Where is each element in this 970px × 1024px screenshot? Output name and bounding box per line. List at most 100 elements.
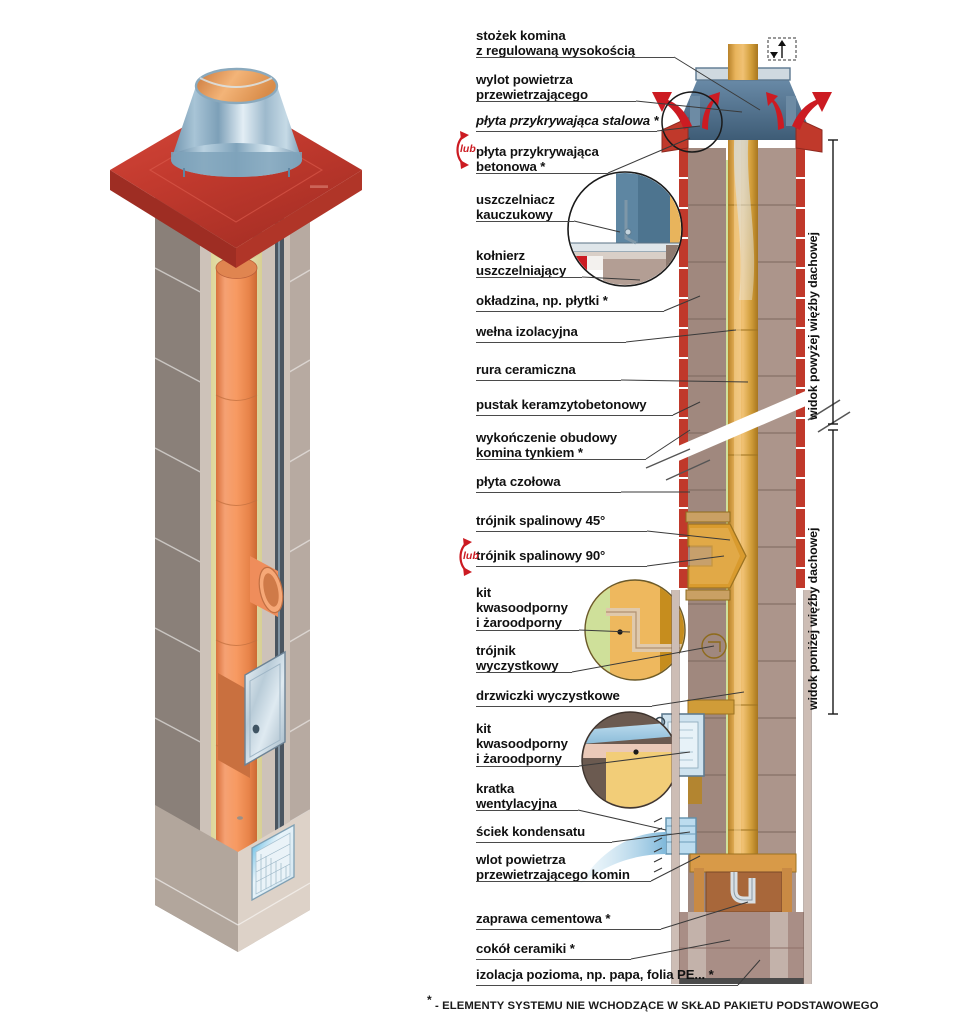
lub-trojnik: lub [452,535,486,579]
air-inflow-stream [580,832,666,884]
detail-inset-sealer [567,171,683,287]
ventilation-grille-3d [251,823,295,902]
label-trojnik-wyczystkowy: trójnik wyczystkowy [476,643,559,674]
base-seam-right [237,882,311,926]
cladding-right-strip [796,148,805,588]
rule-drzwiczki [476,706,652,707]
cladding-left-strip [679,148,688,588]
label-kit-2: kit kwasoodporny i żaroodporny [476,721,568,767]
roof-slope-line-b [665,459,711,481]
label-plyta-betonowa: płyta przykrywająca betonowa * [476,144,599,175]
label-plyta-stalowa: płyta przykrywająca stalowa * [476,113,659,128]
door-panel [244,650,286,767]
cover-plate-emboss: ▬▬ [310,180,328,190]
cleanout-tee-top [687,699,735,715]
inset3-block-lower [583,758,606,807]
plaster-left [672,590,679,984]
cone-rim-highlight [199,77,273,88]
front-plate-lower [685,589,731,601]
rule-wlot-powietrza [476,881,651,882]
rule-wykonczenie [476,459,646,460]
label-kit-1: kit kwasoodporny i żaroodporny [476,585,568,631]
rule-sciek-kondensatu [476,842,612,843]
rule-zaprawa-cementowa [476,929,661,930]
label-stozek-komina: stożek komina z regulowaną wysokością [476,28,635,59]
cone-body [171,86,302,160]
rule-cokol-ceramiki [476,959,631,960]
label-wylot-powietrza: wylot powietrza przewietrzającego [476,72,588,103]
inset1-sealer-bead [624,228,632,236]
dimension-arrow-head-down [770,52,778,58]
rule-trojnik-90 [476,566,647,567]
label-pustak: pustak keramzytobetonowy [476,397,647,412]
cover-plate-right [795,117,823,153]
inset1-wool [670,173,681,265]
block-wall-right [758,148,796,948]
lub-plyta: lub [449,128,483,172]
pipe-bore-highlight [734,60,741,940]
rule-rura-ceramiczna [476,380,621,381]
detail-inset-kit-1 [584,579,686,681]
condensate-chamber [705,871,783,913]
cone-base-skirt [171,152,302,177]
kit-marker-detail-1 [708,641,721,652]
height-adjust-dimension [767,37,797,61]
lub-plyta-text: lub [460,143,476,155]
label-trojnik-90: trójnik spalinowy 90° [476,548,606,563]
cleanout-door-3d [244,650,286,767]
rule-trojnik-45 [476,531,647,532]
footnote: * - ELEMENTY SYSTEMU NIE WCHODZĄCE W SKŁ… [427,993,879,1012]
rule-kolnierz [476,277,582,278]
vertical-label-widok-powyzej: widok powyżej więźby dachowej [806,232,820,420]
rule-stozek-komina [476,57,674,58]
cleanout-tee-3d [218,673,250,778]
condensate-base-plate [689,853,797,873]
cone-adjust-legs [183,168,290,177]
chimney-top-assembly [652,37,832,153]
rule-trojnik-wyczystkowy [476,672,572,673]
rule-okladzina [476,311,664,312]
condensate-siphon-outline [733,872,753,901]
footnote-text: - ELEMENTY SYSTEMU NIE WCHODZĄCE W SKŁAD… [435,999,879,1012]
inset1-mortar [569,252,681,259]
plaster-right [804,590,811,984]
inset1-rubber-sealer [624,200,637,245]
rule-kratka [476,810,578,811]
rule-plyta-stalowa [476,131,657,132]
rule-plyta-czolowa [476,492,621,493]
air-outlet-slot-right [786,96,796,126]
air-outlet-slot-left [690,96,700,126]
chimney-3d-illustration: ▬▬ [0,0,440,1010]
inset3-metal-strip [583,722,677,744]
cover-plate-left-edge [110,170,236,268]
inset1-content [569,173,681,285]
air-arrow-right [792,92,832,130]
inset1-plate [569,242,681,253]
base-left-face [155,805,238,952]
condensate-post-right [782,868,792,912]
dimension-arrow-head-up [778,40,786,46]
inset3-pointer-dot [633,749,639,755]
chimney-base-3d [154,805,311,952]
base-detail-hole [237,816,243,820]
ventilation-grille [665,817,697,855]
footnote-star: * [427,993,432,1007]
rule-kit-2 [476,766,579,767]
rule-welna-izolacyjna [476,342,626,343]
rule-plyta-betonowa [476,173,608,174]
pipe-top-protrusion [728,44,758,80]
chimney-cone-3d [171,67,302,177]
grille-bars [255,843,291,892]
label-zaprawa-cementowa: zaprawa cementowa * [476,911,611,926]
label-uszczelniacz: uszczelniacz kauczukowy [476,192,555,223]
label-izolacja-pozioma: izolacja pozioma, np. papa, folia PE... … [476,967,714,982]
roof-truss-break-lines [807,399,851,433]
inset1-pipe-outer [636,173,670,245]
cover-plate-right-edge [236,170,362,268]
lub-trojnik-text: lub [463,550,479,562]
label-trojnik-45: trójnik spalinowy 45° [476,513,606,528]
chimney-3d-svg: ▬▬ [110,67,362,952]
inset3-pipe [606,752,677,807]
base-seam-left [154,877,239,926]
lub-plyta-arrow [456,131,469,169]
